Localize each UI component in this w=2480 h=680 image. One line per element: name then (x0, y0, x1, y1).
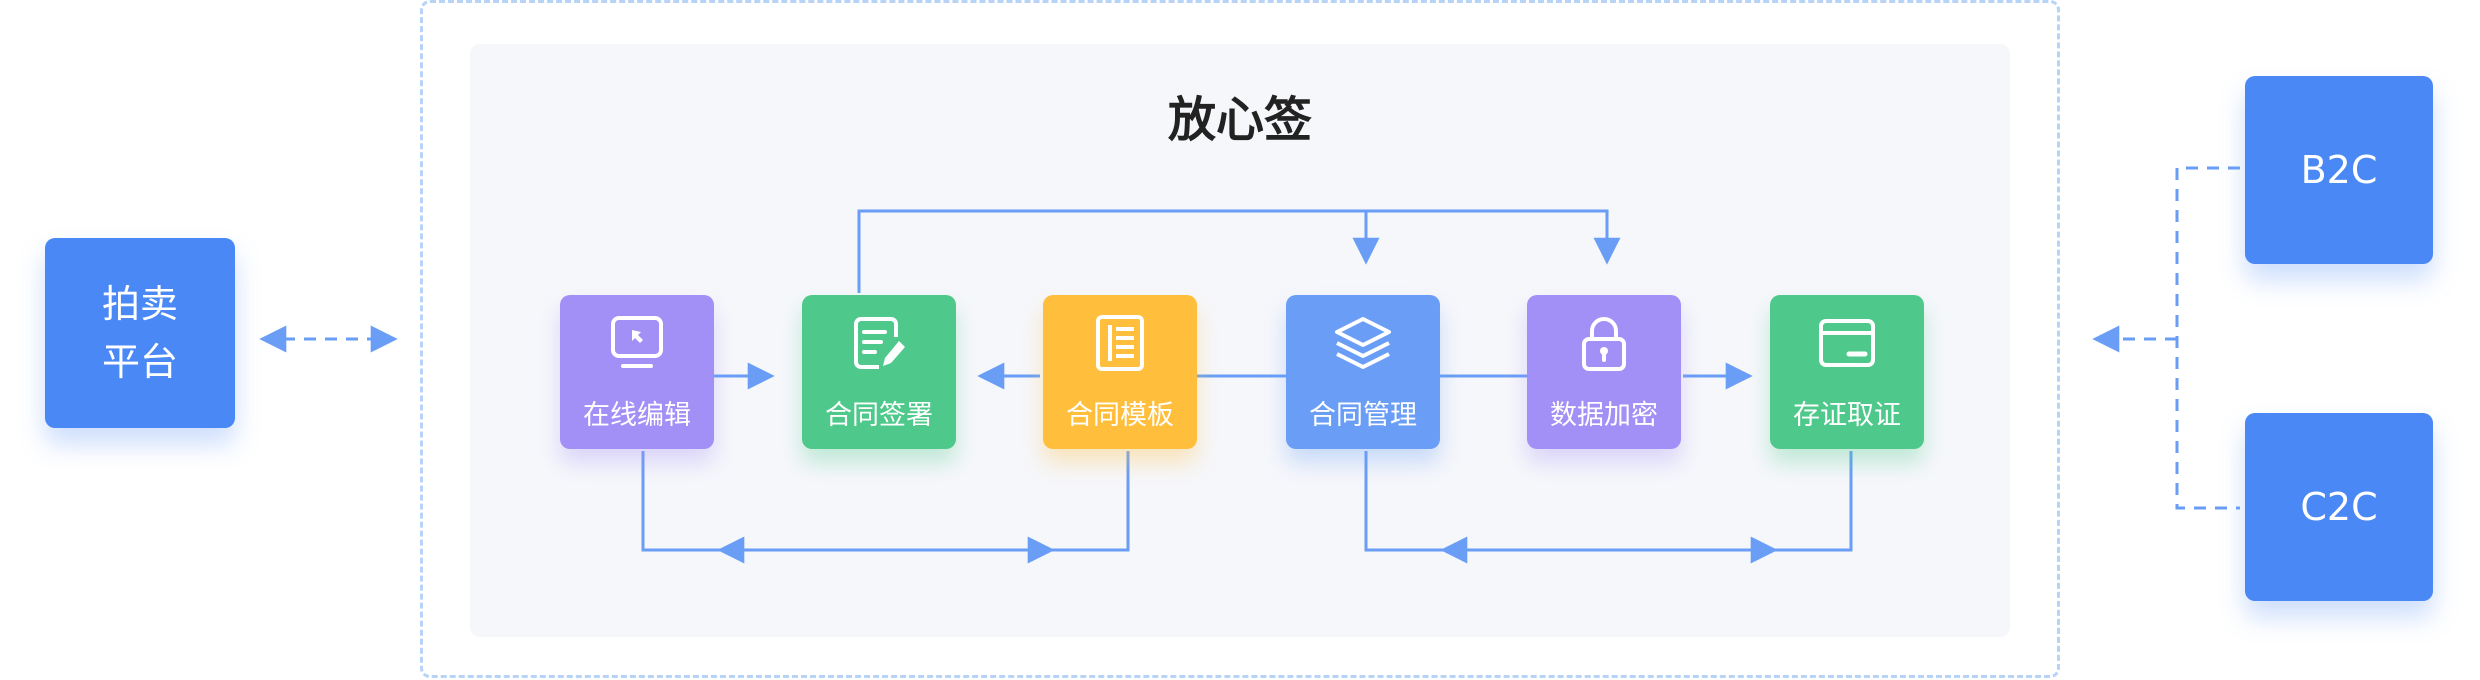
client-label-c2c: C2C (2300, 485, 2378, 529)
layers-icon (1335, 317, 1391, 369)
document-pen-icon (854, 317, 905, 369)
platform-label-line1: 拍卖 (101, 282, 178, 326)
node-contract-manage: 合同管理 (1286, 295, 1440, 449)
certificate-card-icon (1819, 319, 1875, 367)
client-box-b2c: B2C (2245, 76, 2433, 264)
monitor-cursor-icon (611, 316, 663, 368)
main-dashed-frame (420, 0, 2060, 678)
client-box-c2c: C2C (2245, 413, 2433, 601)
bottom-loop-left (641, 451, 1130, 552)
node-label: 在线编辑 (583, 400, 691, 431)
client-bracket-line (2175, 166, 2240, 510)
template-list-icon (1096, 315, 1144, 371)
node-label: 存证取证 (1793, 400, 1901, 431)
auction-platform-box: 拍卖 平台 (45, 238, 235, 428)
client-label-b2c: B2C (2300, 148, 2378, 192)
node-contract-template: 合同模板 (1043, 295, 1197, 449)
node-label: 合同签署 (825, 400, 933, 431)
node-contract-sign: 合同签署 (802, 295, 956, 449)
node-label: 合同管理 (1309, 400, 1417, 431)
node-evidence: 存证取证 (1770, 295, 1924, 449)
node-label: 合同模板 (1066, 400, 1174, 431)
node-online-edit: 在线编辑 (560, 295, 714, 449)
main-title: 放心签 (1167, 92, 1312, 148)
lock-icon (1582, 317, 1626, 371)
platform-label-line2: 平台 (101, 340, 178, 384)
node-data-encryption: 数据加密 (1527, 295, 1681, 449)
top-loop-to-encrypt (857, 209, 1621, 293)
node-label: 数据加密 (1550, 400, 1658, 431)
bottom-loop-right (1364, 451, 1853, 552)
